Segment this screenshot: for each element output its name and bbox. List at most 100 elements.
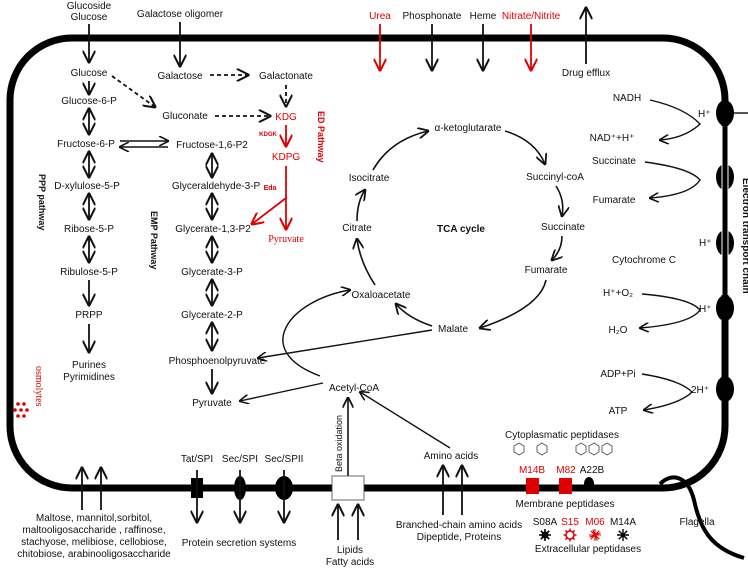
emp-acetyl-coa: Acetyl-CoA bbox=[329, 383, 379, 394]
m06-label: M06 bbox=[585, 517, 605, 528]
tca-succinate-to-fumarate bbox=[552, 235, 562, 260]
etc-h-out-1: H⁺ bbox=[698, 109, 711, 120]
amino-acids-label: Amino acids bbox=[424, 451, 478, 462]
etc-h-out-3: H⁺ bbox=[699, 304, 712, 315]
galactose-oligomer-label: Galactose oligomer bbox=[137, 9, 224, 20]
tca-title: TCA cycle bbox=[437, 224, 485, 235]
tca-fumarate-to-malate bbox=[480, 279, 547, 328]
etc-h2o: H₂O bbox=[609, 325, 628, 336]
m82-peptidase bbox=[559, 478, 572, 494]
etc-h-o2: H⁺+O₂ bbox=[603, 288, 633, 299]
sugars-line-3: stachyose, melibiose, cellobiose, bbox=[21, 537, 167, 548]
osmolytes-dots bbox=[13, 402, 29, 418]
tca-citrate: Citrate bbox=[342, 223, 372, 234]
urea-label: Urea bbox=[369, 11, 391, 22]
ed-kdpg: KDPG bbox=[272, 152, 301, 163]
cyto-peptidase-hexagons bbox=[513, 442, 613, 456]
emp-g3p: Glyceraldehyde-3-P bbox=[172, 181, 261, 192]
sugars-line-2: maltooligosaccharide , raffinose, bbox=[22, 525, 165, 536]
kdpg-to-g13p2 bbox=[252, 197, 287, 224]
flagella-tail bbox=[658, 475, 745, 560]
tca-akg-to-succinyl bbox=[504, 130, 545, 164]
etc-adp: ADP+Pi bbox=[600, 369, 635, 380]
sec-spi-label: Sec/SPI bbox=[222, 454, 258, 465]
a22b-peptidase bbox=[584, 477, 594, 491]
tat-spi-label: Tat/SPI bbox=[181, 454, 213, 465]
sugars-line-4: chitobiose, arabinooligosaccharide bbox=[17, 549, 171, 560]
cell-membrane bbox=[6, 34, 729, 492]
flagella-label: Flagella bbox=[679, 517, 714, 528]
emp-gluconate: Gluconate bbox=[162, 111, 208, 122]
bcaa-line-1: Branched-chain amino acids bbox=[396, 520, 522, 531]
etc-2h: 2H⁺ bbox=[691, 385, 709, 396]
extracellular-peptidase-icons bbox=[539, 528, 629, 542]
etc-cytc: Cytochrome C bbox=[612, 255, 676, 266]
emp-pep: Phosphoenolpyruvate bbox=[169, 356, 266, 367]
fatty-acids-label: Fatty acids bbox=[326, 557, 374, 568]
cyto-peptidases-label: Cytoplasmatic peptidases bbox=[505, 430, 619, 441]
etc-h-out-2: H⁺ bbox=[699, 238, 712, 249]
tca-citrate-to-isocitrate bbox=[357, 190, 365, 222]
lipid-transporter bbox=[331, 475, 365, 501]
tca-malate: Malate bbox=[438, 324, 468, 335]
ppp-f6p: Fructose-6-P bbox=[57, 139, 115, 150]
tca-succinyl-to-succinate bbox=[555, 185, 563, 216]
tca-oxaloacetate-to-citrate bbox=[357, 239, 376, 286]
etc-succinate-arrow bbox=[644, 161, 701, 198]
osmolytes-label: osmolytes bbox=[33, 366, 44, 407]
tca-isocitrate-to-akg bbox=[372, 131, 428, 171]
m14a-label: M14A bbox=[610, 517, 636, 528]
etc-nad: NAD⁺+H⁺ bbox=[590, 133, 635, 144]
m82-label: M82 bbox=[556, 465, 576, 476]
a22b-label: A22B bbox=[580, 465, 605, 476]
phosphonate-label: Phosphonate bbox=[403, 11, 462, 22]
extracellular-peptidases-label: Extracellular peptidases bbox=[535, 544, 641, 555]
ed-kdgk: KDGK bbox=[259, 132, 277, 138]
etc-nadh-arrow bbox=[649, 99, 701, 140]
s15-label: S15 bbox=[561, 517, 579, 528]
tca-succinyl: Succinyl-coA bbox=[526, 172, 584, 183]
tca-fumarate: Fumarate bbox=[525, 265, 568, 276]
emp-f16p2: Fructose-1,6-P2 bbox=[176, 140, 248, 151]
etc-complexes bbox=[716, 100, 734, 402]
drug-efflux-label: Drug efflux bbox=[562, 68, 610, 79]
s08a-label: S08A bbox=[533, 517, 558, 528]
ed-title: ED Pathway bbox=[316, 111, 326, 163]
etc-fumarate: Fumarate bbox=[593, 195, 636, 206]
ppp-purines: Purines bbox=[72, 360, 106, 371]
ppp-pyrimidines: Pyrimidines bbox=[63, 372, 115, 383]
glucose-to-gluconate bbox=[111, 75, 155, 107]
etc-atp: ATP bbox=[609, 406, 628, 417]
aminoacids-to-acetylcoa bbox=[360, 392, 451, 449]
s15-icon bbox=[563, 528, 577, 542]
sugars-line-1: Maltose, mannitol,sorbitol, bbox=[36, 513, 152, 524]
ppp-xylulose: D-xylulose-5-P bbox=[54, 181, 120, 192]
tca-akg: α-ketoglutarate bbox=[435, 123, 502, 134]
tca-malate-to-oxaloacetate bbox=[396, 304, 433, 327]
etc-oxygen-arrow bbox=[640, 293, 701, 328]
acetylcoa-to-oxaloacetate bbox=[282, 290, 350, 377]
m14b-label: M14B bbox=[519, 465, 545, 476]
tca-oxaloacetate: Oxaloacetate bbox=[352, 290, 411, 301]
membrane-peptidases-label: Membrane peptidases bbox=[516, 499, 615, 510]
s08a-icon bbox=[539, 529, 551, 541]
glucoside-label: Glucoside bbox=[67, 1, 112, 12]
m14b-peptidase bbox=[526, 478, 539, 494]
tca-succinate: Succinate bbox=[541, 222, 585, 233]
etc-succinate: Succinate bbox=[592, 156, 636, 167]
etc-title: Electron transport chain bbox=[740, 178, 748, 294]
emp-pyruvate: Pyruvate bbox=[192, 398, 232, 409]
beta-oxidation-label: Beta oxidation bbox=[334, 415, 344, 472]
lipids-label: Lipids bbox=[337, 545, 363, 556]
emp-galactonate: Galactonate bbox=[259, 71, 313, 82]
m14a-icon bbox=[617, 529, 629, 541]
emp-galactose: Galactose bbox=[157, 71, 202, 82]
protein-secretion-label: Protein secretion systems bbox=[182, 538, 297, 549]
emp-g2p: Glycerate-2-P bbox=[181, 310, 243, 321]
etc-connector bbox=[721, 126, 729, 295]
pyruvate-to-acetylcoa bbox=[240, 382, 324, 401]
heme-label: Heme bbox=[470, 11, 497, 22]
ed-eda: Eda bbox=[264, 185, 277, 192]
glucose-ext-label: Glucose bbox=[71, 12, 108, 23]
